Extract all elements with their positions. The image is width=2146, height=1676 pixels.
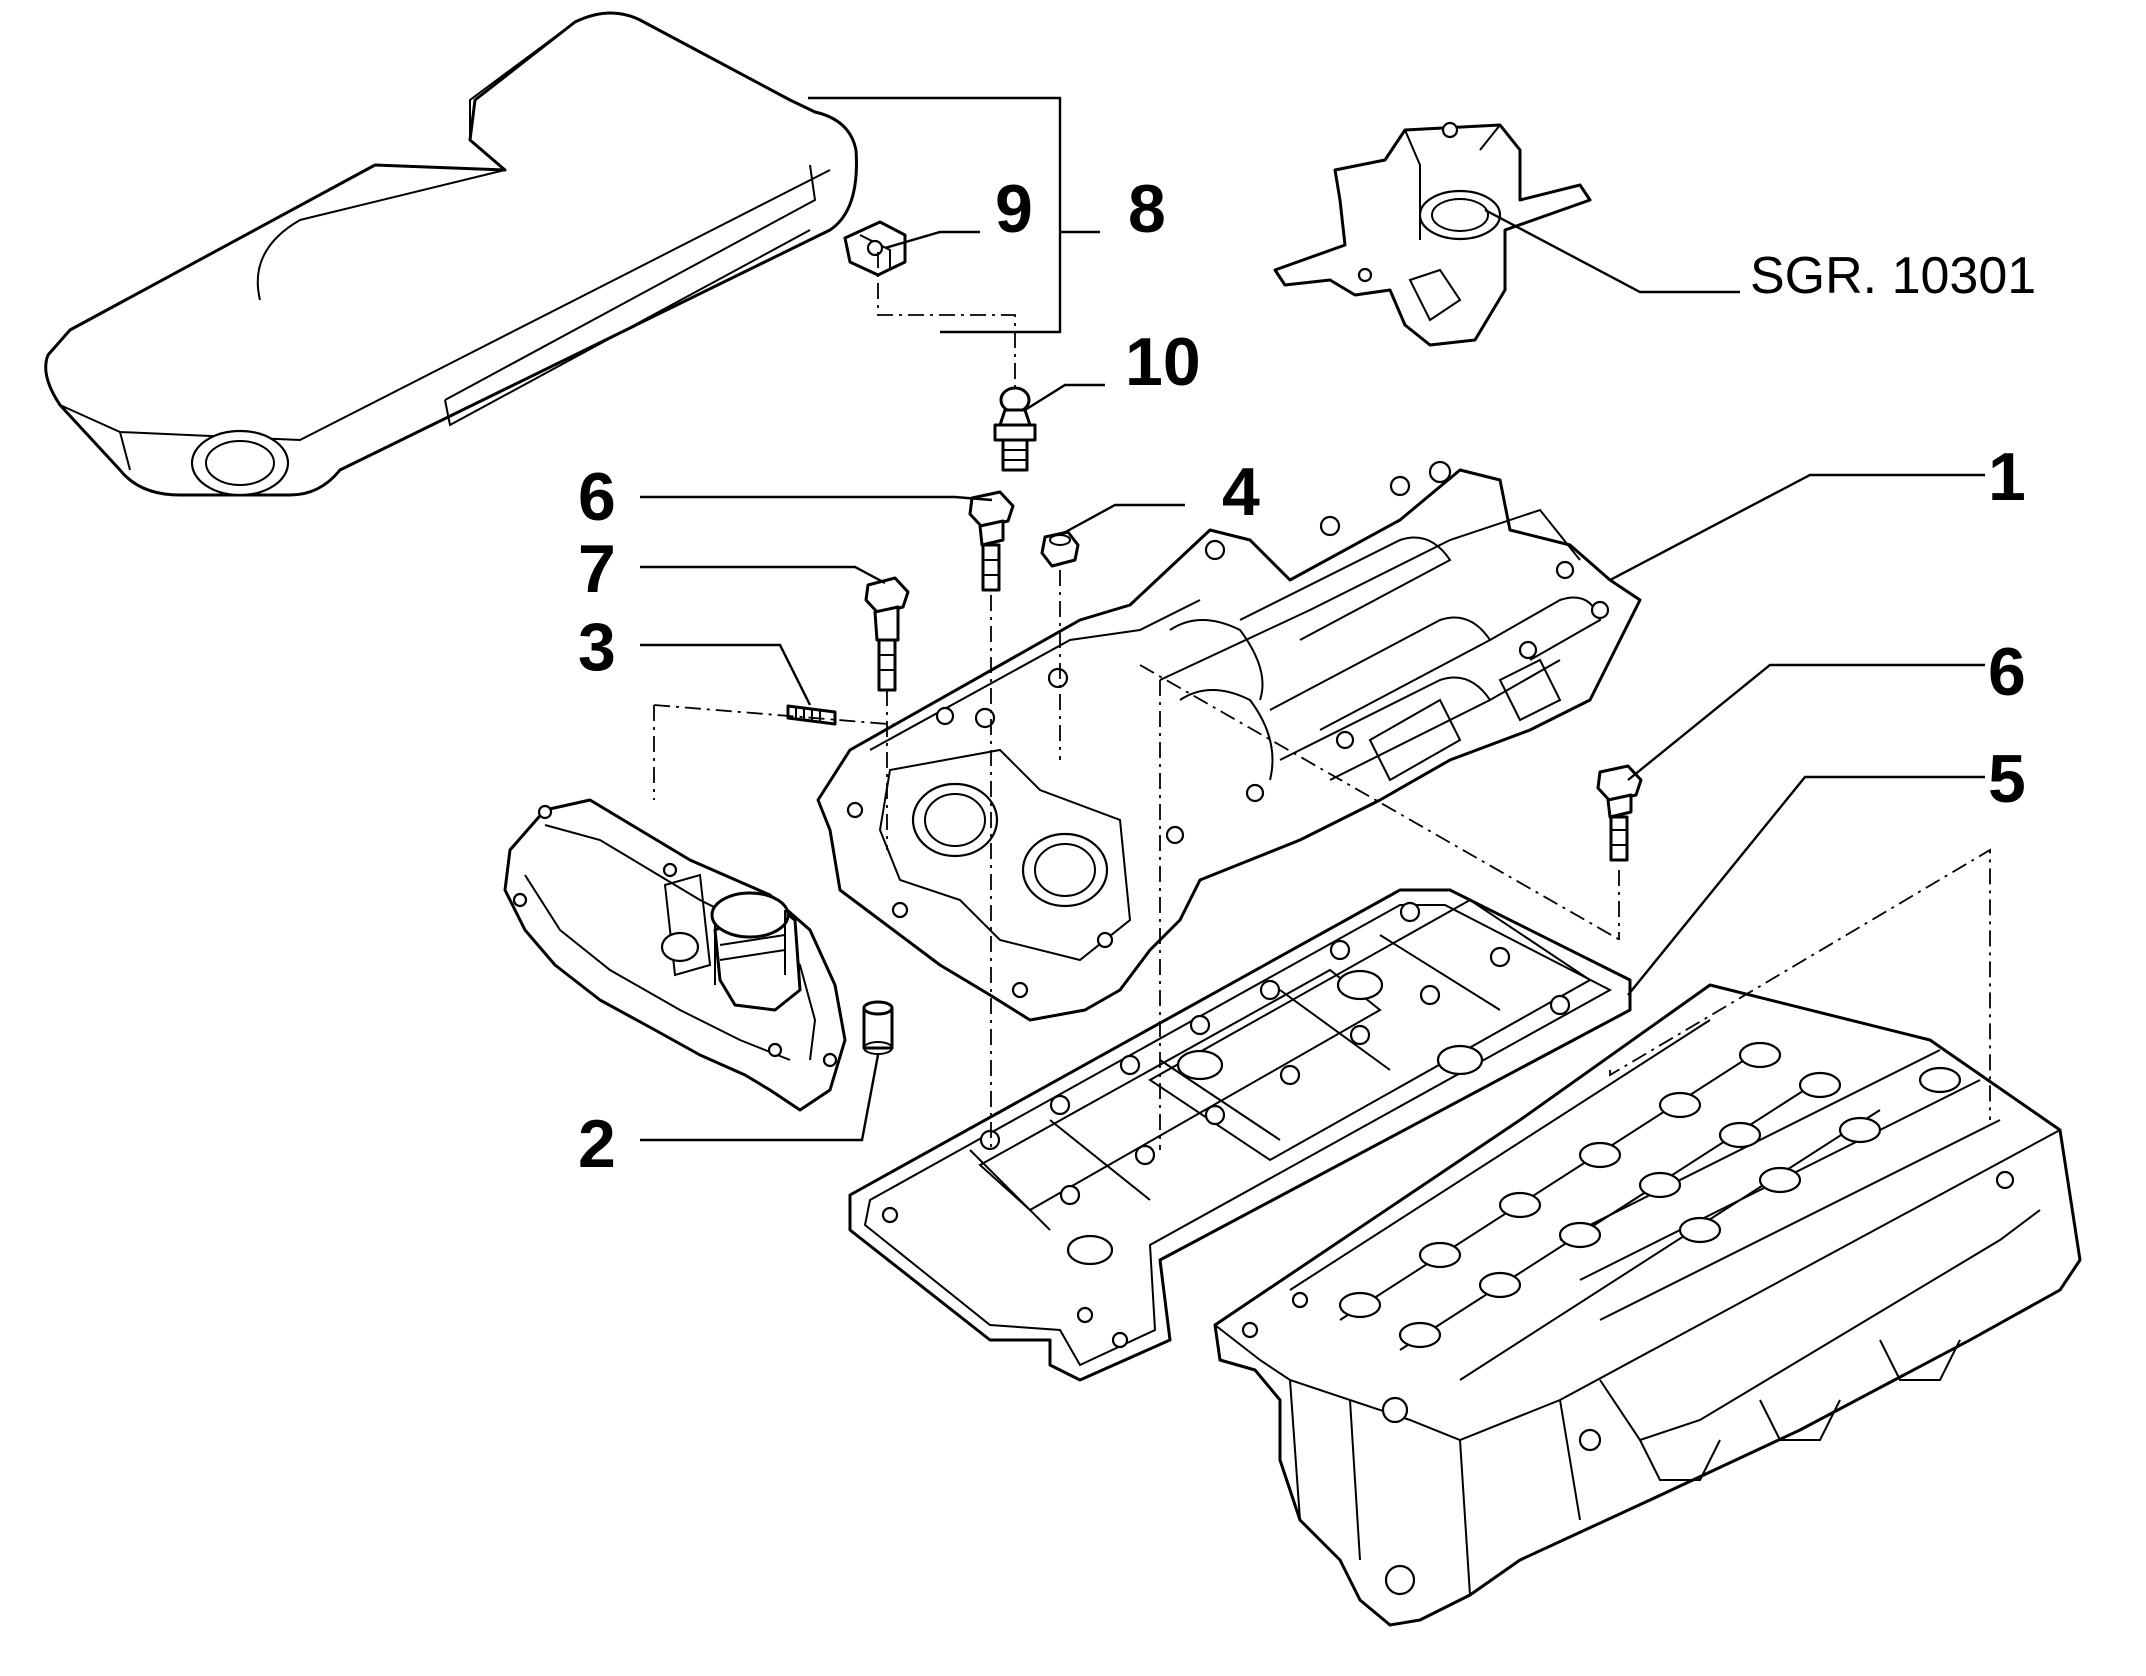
gasket-holes: [881, 901, 1571, 1349]
leader-lines: [640, 96, 1985, 1142]
bolt-6-right: [1596, 764, 1643, 862]
callout-3: 3: [578, 609, 616, 685]
callout-9: 9: [995, 171, 1033, 247]
callout-7: 7: [578, 531, 616, 607]
bolt-6-top: [968, 490, 1015, 592]
callout-8: 8: [1128, 171, 1166, 247]
callout-6-top: 6: [578, 459, 616, 535]
callout-5: 5: [1988, 741, 2026, 817]
callout-10: 10: [1125, 324, 1201, 400]
callout-6-right: 6: [1988, 634, 2026, 710]
clip-part: [843, 220, 907, 277]
gasket: [848, 888, 1632, 1382]
callout-4: 4: [1222, 454, 1260, 530]
camshaft-carrier: [816, 460, 1642, 1022]
cylinder-head-holes: [1241, 1041, 2015, 1596]
cylinder-head: [1213, 983, 2082, 1627]
ball-stud: [993, 386, 1037, 472]
stud-part: [786, 704, 837, 726]
dowel-pin: [862, 1000, 894, 1055]
nut-part: [1040, 530, 1080, 568]
reference-label: SGR. 10301: [1750, 247, 2037, 305]
engine-cover: [44, 11, 858, 497]
mounting-bracket: [1273, 121, 1592, 347]
assembly-lines: [653, 252, 1991, 1150]
front-cover: [503, 798, 847, 1112]
callout-1: 1: [1988, 439, 2026, 515]
callout-2: 2: [578, 1106, 616, 1182]
bolt-7: [864, 576, 910, 692]
